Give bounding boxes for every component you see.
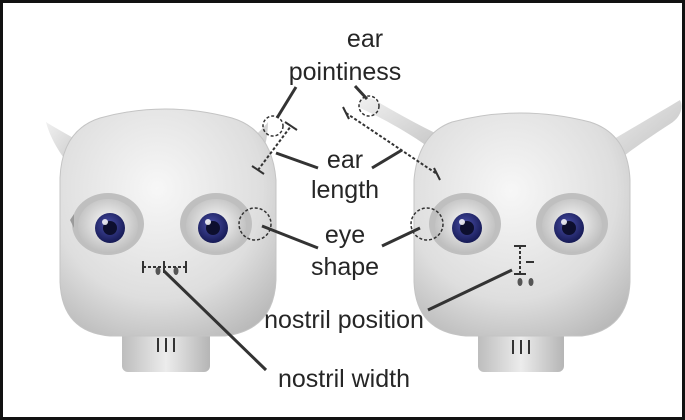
label-nostril-position: nostril position bbox=[264, 306, 424, 334]
left-neck-slots bbox=[157, 338, 175, 352]
left-robot-head bbox=[46, 108, 277, 372]
right-robot-left-eye bbox=[429, 193, 501, 255]
left-robot-left-eye bbox=[70, 193, 144, 255]
left-robot-face bbox=[59, 108, 277, 337]
left-robot-nostrils bbox=[155, 267, 179, 275]
label-nostril-width: nostril width bbox=[278, 365, 410, 393]
eye-shape-leader-right bbox=[381, 226, 421, 248]
label-ear-length-line1: ear bbox=[327, 146, 363, 174]
nostril-position-leader bbox=[427, 268, 513, 312]
ear-length-leader-right bbox=[371, 148, 403, 170]
ear-pointiness-circle-right bbox=[358, 95, 380, 117]
ear-length-measure-right bbox=[345, 112, 438, 175]
eye-shape-circle-right bbox=[410, 207, 444, 241]
nostril-width-leader bbox=[162, 269, 268, 372]
left-robot-right-eye bbox=[180, 193, 252, 255]
label-ear-pointiness-line2: pointiness bbox=[289, 58, 402, 86]
annotations bbox=[142, 84, 534, 372]
ear-length-leader-left bbox=[275, 151, 319, 170]
ear-length-measure-left bbox=[257, 125, 292, 171]
right-robot-nostrils bbox=[517, 278, 534, 286]
right-robot-head bbox=[358, 97, 682, 372]
label-ear-pointiness-line1: ear bbox=[347, 25, 383, 53]
ear-pointiness-circle-left bbox=[262, 115, 284, 137]
eye-shape-leader-left bbox=[261, 224, 319, 250]
right-neck-slots bbox=[512, 340, 530, 354]
label-eye-shape-line2: shape bbox=[311, 253, 379, 281]
eye-shape-circle-left bbox=[238, 207, 272, 241]
ear-pointiness-leader-left bbox=[275, 86, 298, 119]
label-eye-shape-line1: eye bbox=[325, 221, 365, 249]
ear-pointiness-leader-right bbox=[353, 84, 369, 101]
label-ear-length-line2: length bbox=[311, 176, 379, 204]
right-robot-right-eye bbox=[536, 193, 608, 255]
right-robot-face bbox=[413, 112, 631, 337]
